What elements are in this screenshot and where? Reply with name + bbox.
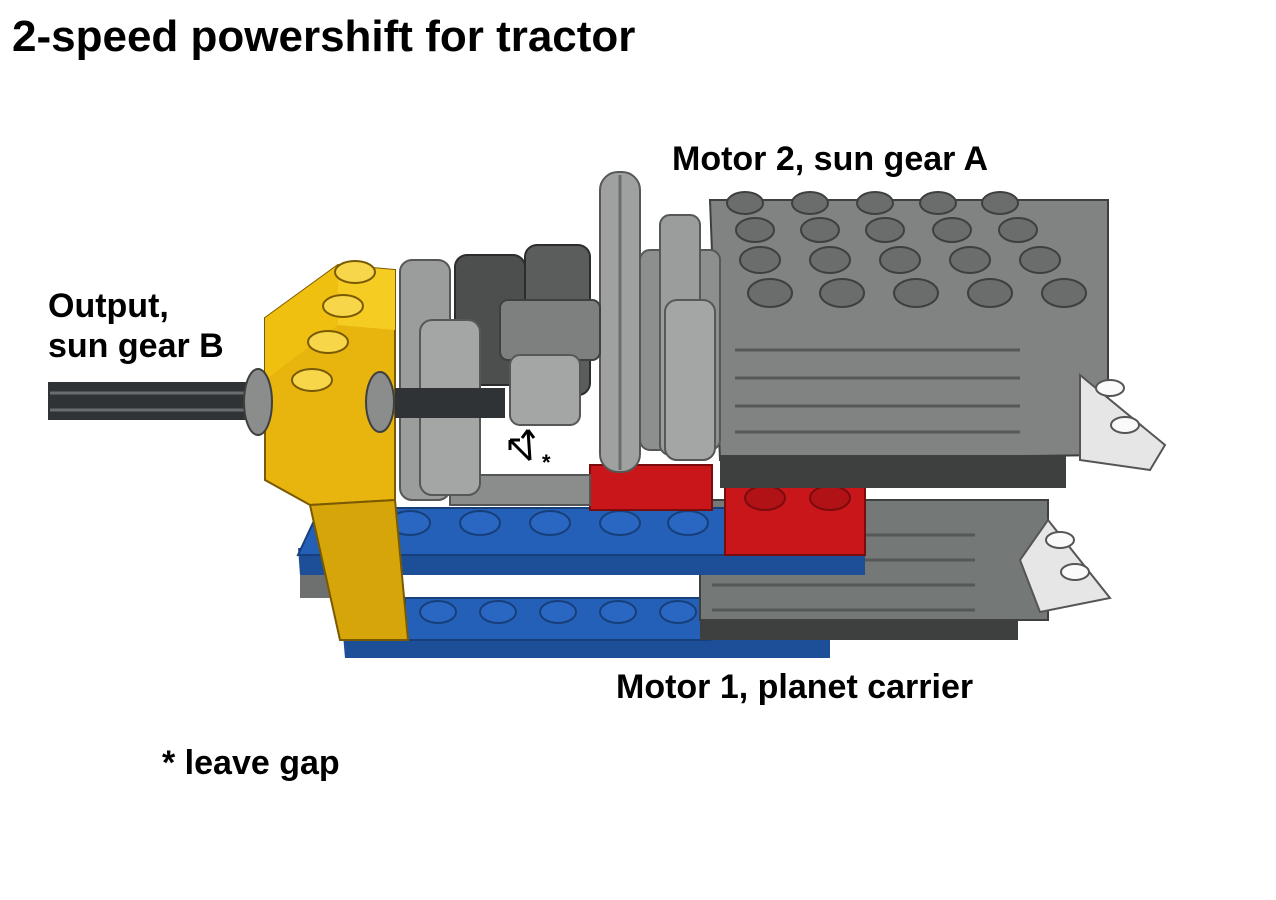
gap-arrow-icon	[508, 429, 536, 462]
gap-marker: *	[542, 450, 551, 475]
output-label-line2: sun gear B	[48, 327, 224, 365]
output-axle	[48, 368, 505, 436]
output-label-line1: Output,	[48, 287, 169, 325]
motor-2-label: Motor 2, sun gear A	[672, 140, 989, 178]
gear-train	[399, 171, 721, 506]
motor-2	[708, 191, 1167, 488]
page-title: 2-speed powershift for tractor	[12, 12, 636, 61]
yellow-beam	[264, 260, 410, 641]
motor-1-label: Motor 1, planet carrier	[616, 668, 974, 706]
red-plate	[589, 464, 866, 556]
output-label: Output, sun gear B	[48, 286, 224, 366]
gap-note: * leave gap	[162, 744, 340, 782]
